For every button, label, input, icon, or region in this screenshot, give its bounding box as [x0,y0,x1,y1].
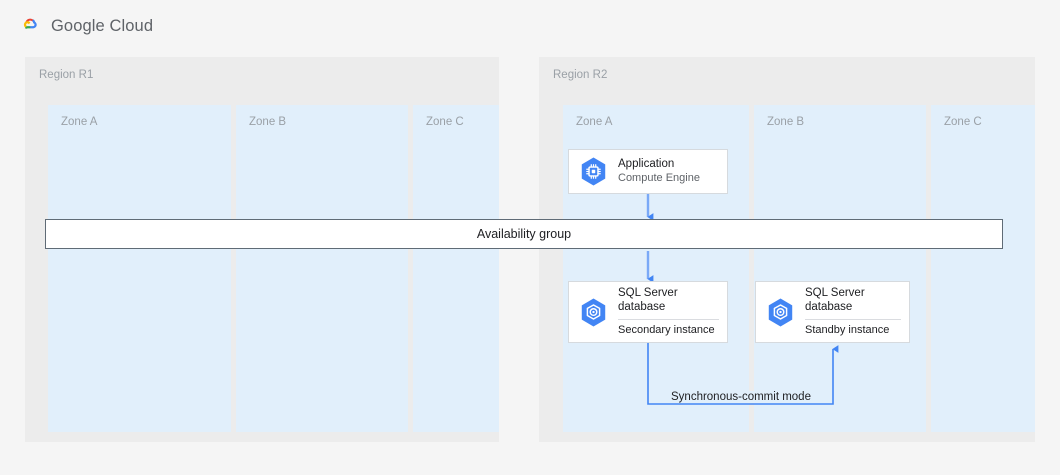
zone-label: Zone C [426,116,464,128]
availability-group-bar: Availability group [45,219,1003,249]
zone-b: Zone B [754,105,926,432]
sql-server-database-icon [578,297,609,328]
node-application-text: Application Compute Engine [618,158,717,185]
node-database-secondary-instance: Secondary instance [618,324,715,336]
zone-label: Zone A [61,116,98,128]
divider [618,319,719,320]
node-database-standby-instance: Standby instance [805,324,890,336]
node-database-secondary-title-line1: SQL Server [618,287,678,299]
zone-label: Zone B [767,116,805,128]
node-database-standby-title-line1: SQL Server [805,287,865,299]
node-database-standby[interactable]: SQL Server database Standby instance [755,281,910,343]
zone-b: Zone B [236,105,408,432]
zone-c: Zone C [413,105,499,432]
region-r2: Region R2 Zone A Zone B Zone C [539,57,1035,442]
node-application-subtitle: Compute Engine [618,171,700,184]
region-r1: Region R1 Zone A Zone B Zone C [25,57,499,442]
zone-label: Zone B [249,116,287,128]
synchronous-commit-label: Synchronous-commit mode [666,391,816,403]
node-application-title: Application [618,158,675,170]
divider [805,319,901,320]
sql-server-database-icon [765,297,796,328]
node-database-standby-text: SQL Server database Standby instance [805,287,901,337]
node-database-secondary[interactable]: SQL Server database Secondary instance [568,281,728,343]
node-database-standby-title-line2: database [805,300,853,313]
node-database-secondary-title-line2: database [618,300,666,313]
zone-c: Zone C [931,105,1035,432]
node-database-secondary-text: SQL Server database Secondary instance [618,287,719,337]
zone-a: Zone A [48,105,231,432]
brand-title: Google Cloud [51,16,154,35]
zone-label: Zone C [944,116,982,128]
region-label: Region R2 [553,69,608,81]
google-cloud-logo-icon [16,13,42,39]
node-application[interactable]: Application Compute Engine [568,149,728,194]
compute-engine-icon [578,156,609,187]
zone-label: Zone A [576,116,613,128]
region-label: Region R1 [39,69,94,81]
availability-group-label: Availability group [476,227,572,241]
app-header: Google Cloud [16,12,153,40]
